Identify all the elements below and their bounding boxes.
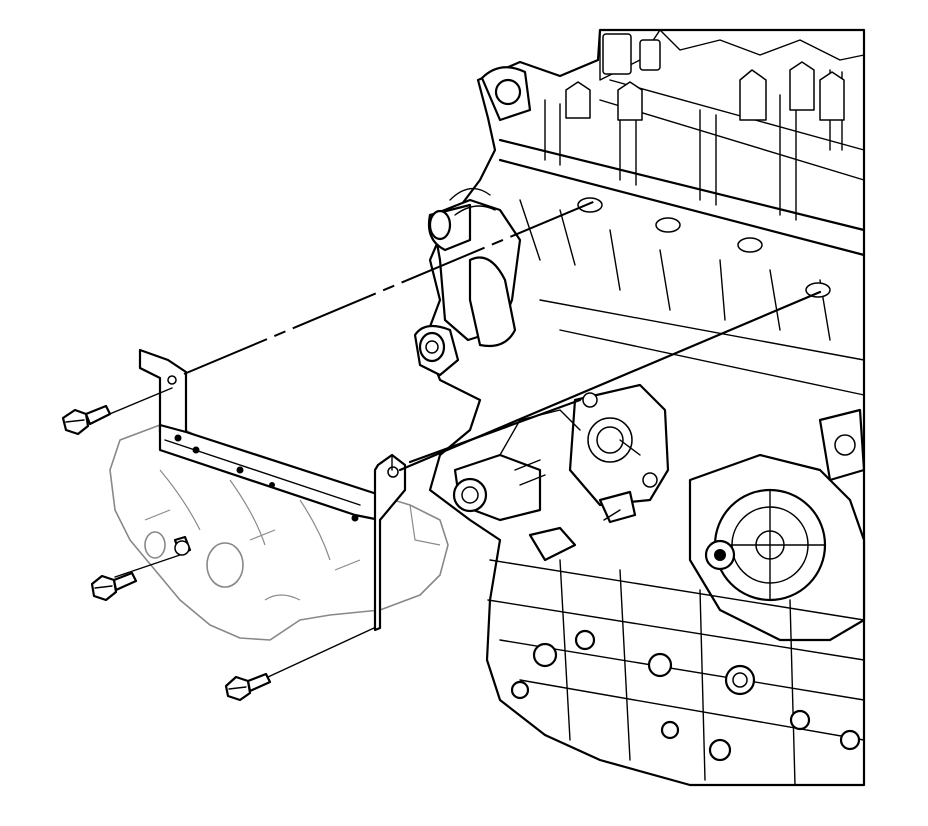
stud-icon bbox=[173, 535, 192, 556]
heat-shield-illustration bbox=[138, 348, 407, 632]
bolt-icon bbox=[224, 672, 272, 702]
exhaust-manifold-illustration bbox=[109, 424, 449, 641]
engine-block-illustration bbox=[413, 28, 866, 787]
bolt-icon bbox=[90, 571, 138, 602]
bolt-icon bbox=[61, 404, 112, 436]
